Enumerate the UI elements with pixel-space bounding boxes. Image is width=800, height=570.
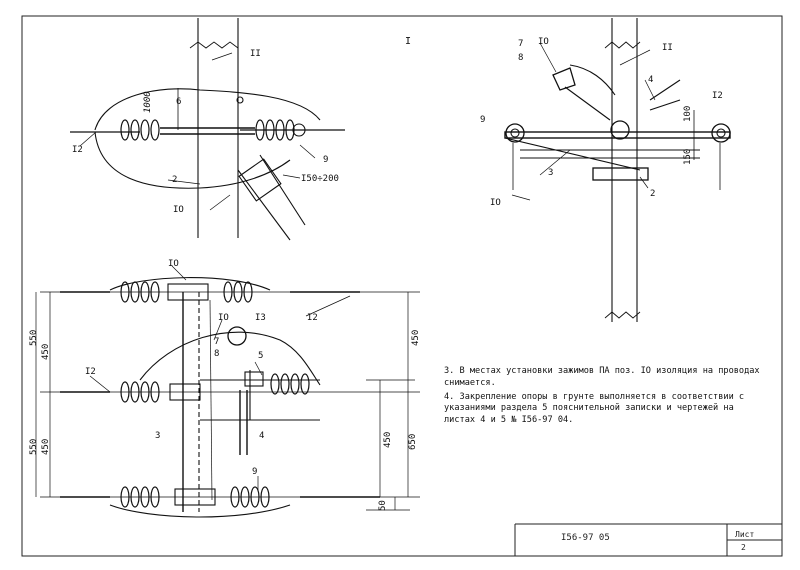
view-one-roman: I bbox=[405, 36, 411, 47]
callout-ii-view2: II bbox=[662, 43, 673, 53]
dim-100-view2: 100 bbox=[683, 106, 693, 122]
callout-10-view2: IO bbox=[490, 198, 501, 208]
dim-450-left-bottom: 450 bbox=[41, 439, 51, 455]
sheet-label: Лист bbox=[735, 530, 755, 539]
callout-10-view3-top: IO bbox=[168, 259, 179, 269]
dim-450-right: 450 bbox=[411, 330, 421, 346]
callout-3-view2: 3 bbox=[548, 168, 553, 178]
sheet-frame bbox=[21, 15, 783, 557]
dim-50: 50 bbox=[378, 500, 388, 511]
dim-650: 650 bbox=[408, 434, 418, 450]
view-one-plan bbox=[70, 18, 345, 241]
callout-6: 6 bbox=[176, 97, 181, 107]
callout-10-top-view2: IO bbox=[538, 37, 549, 47]
callout-2-view2: 2 bbox=[650, 189, 655, 199]
dim-450-left-top: 450 bbox=[41, 344, 51, 360]
callout-2-view1: 2 bbox=[172, 175, 177, 185]
view-two-elevation bbox=[504, 18, 731, 322]
notes-block: 3. В местах установки зажимов ПА поз. IO… bbox=[444, 366, 764, 429]
dim-1000: 1000 bbox=[143, 91, 153, 113]
dim-150-view2: 150 bbox=[683, 149, 693, 165]
callout-9-view3: 9 bbox=[252, 467, 257, 477]
callout-ii-top: II bbox=[250, 49, 261, 59]
callout-12-view3-top: I2 bbox=[307, 313, 318, 323]
callout-5: 5 bbox=[258, 351, 263, 361]
dim-550-left-bottom: 550 bbox=[29, 439, 39, 455]
callout-8-view3: 8 bbox=[214, 349, 219, 359]
view-three-plan bbox=[35, 265, 420, 518]
callout-10-view3-mid: IO bbox=[218, 313, 229, 323]
callout-12-view3-mid: I2 bbox=[85, 367, 96, 377]
callout-13: I3 bbox=[255, 313, 266, 323]
dim-150-200: I50÷200 bbox=[301, 174, 339, 184]
note-4: 4. Закрепление опоры в грунте выполняетс… bbox=[444, 391, 745, 426]
callout-9-view1: 9 bbox=[323, 155, 328, 165]
callout-4-view3: 4 bbox=[259, 431, 264, 441]
dim-550-left-top: 550 bbox=[29, 330, 39, 346]
callout-10-view1: IO bbox=[173, 205, 184, 215]
callout-4-view2: 4 bbox=[648, 75, 653, 85]
callout-7-view3: 7 bbox=[214, 337, 219, 347]
callout-7-view2: 7 bbox=[518, 39, 523, 49]
title-block bbox=[514, 523, 782, 556]
callout-12-view1: I2 bbox=[72, 145, 83, 155]
dim-450-right-inner: 450 bbox=[383, 432, 393, 448]
callout-9-view2: 9 bbox=[480, 115, 485, 125]
callout-3-view3: 3 bbox=[155, 431, 160, 441]
note-3: 3. В местах установки зажимов ПА поз. IO… bbox=[444, 366, 760, 388]
document-code: I56-97 05 bbox=[561, 533, 610, 543]
callout-12-view2: I2 bbox=[712, 91, 723, 101]
sheet-number: 2 bbox=[741, 543, 746, 552]
callout-8-view2: 8 bbox=[518, 53, 523, 63]
